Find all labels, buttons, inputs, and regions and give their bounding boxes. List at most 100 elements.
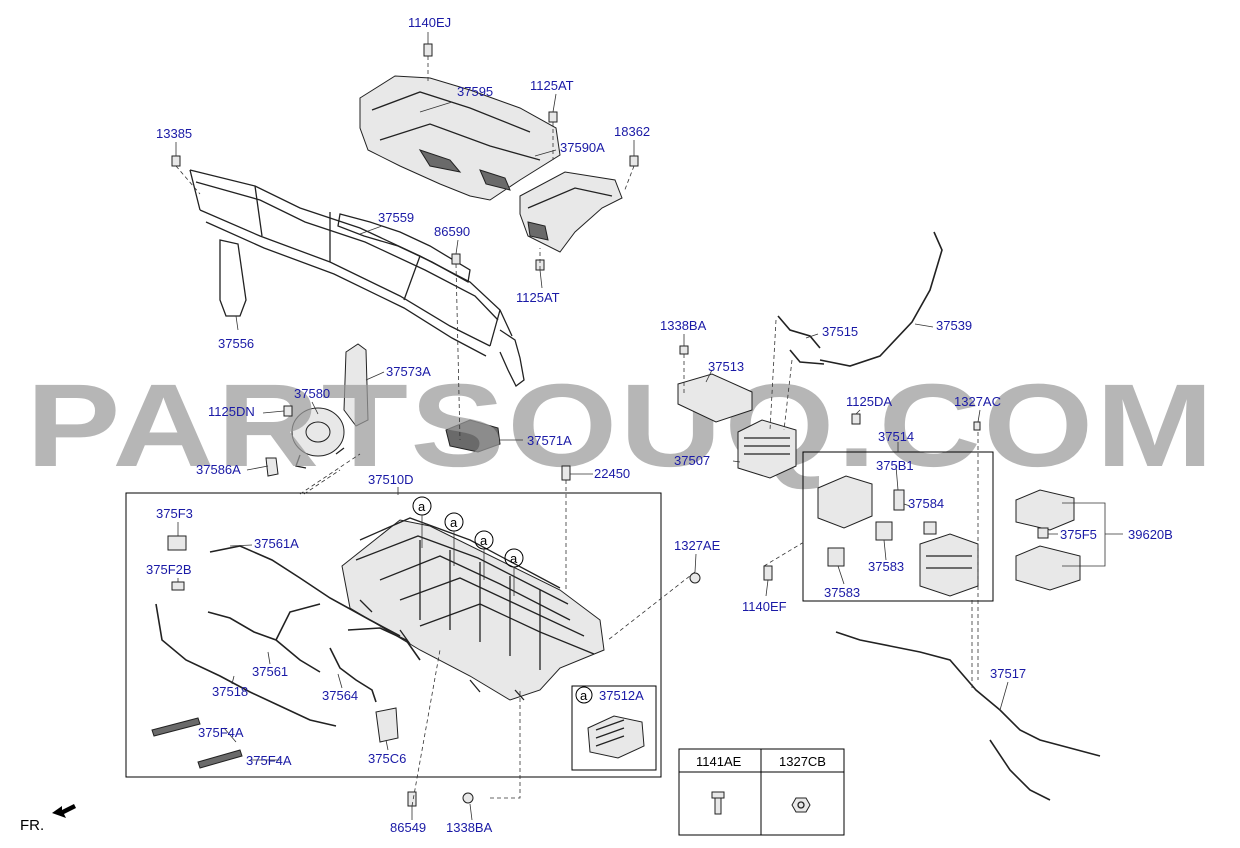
bolt-1125at-top xyxy=(548,111,558,123)
relay-37583-a xyxy=(875,521,893,541)
label-37580: 37580 xyxy=(294,386,330,401)
battery-rear-cover xyxy=(519,171,623,253)
label-13385: 13385 xyxy=(156,126,192,141)
bolt-1140ej xyxy=(423,43,433,57)
cover-375c6 xyxy=(375,707,399,743)
harness-37518 xyxy=(155,603,337,727)
bolt-1327ac xyxy=(973,421,981,431)
svg-text:37512A: 37512A xyxy=(599,688,644,703)
harness-37561 xyxy=(207,603,321,673)
nut-1338ba-top xyxy=(679,345,689,355)
connector-39620b-bottom xyxy=(1015,545,1081,591)
label-1125at-top: 1125AT xyxy=(530,78,574,93)
label-18362: 18362 xyxy=(614,124,650,139)
bolt-13385 xyxy=(171,155,181,167)
legend-table: 1141AE 1327CB xyxy=(678,748,845,836)
label-37515: 37515 xyxy=(822,324,858,339)
module-37507 xyxy=(737,419,797,479)
svg-text:a: a xyxy=(418,499,426,514)
label-37571a: 37571A xyxy=(527,433,572,448)
battery-assembly-box xyxy=(125,492,662,778)
label-37583-a: 37583 xyxy=(868,559,904,574)
legend-header-1141ae: 1141AE xyxy=(696,754,742,769)
label-37561a: 37561A xyxy=(254,536,299,551)
bracket-clamp xyxy=(265,343,369,477)
label-37583-b: 37583 xyxy=(824,585,860,600)
label-1140ej: 1140EJ xyxy=(408,15,451,30)
label-37539: 37539 xyxy=(936,318,972,333)
label-37573a: 37573A xyxy=(386,364,431,379)
callout-a-1: a xyxy=(412,496,432,516)
relay-block-375b1 xyxy=(817,475,905,529)
battery-case xyxy=(341,517,605,701)
label-375c6: 375C6 xyxy=(368,751,406,766)
label-1338ba-top: 1338BA xyxy=(660,318,707,333)
harness-37517 xyxy=(835,631,1101,801)
callout-a-2: a xyxy=(444,512,464,532)
label-1327ac: 1327AC xyxy=(954,394,1001,409)
cable-37539 xyxy=(819,231,943,367)
label-37507: 37507 xyxy=(674,453,710,468)
strip-375f4a-2 xyxy=(197,749,243,769)
label-39620b: 39620B xyxy=(1128,527,1173,542)
strip-375f4a-1 xyxy=(151,717,201,737)
label-37556: 37556 xyxy=(218,336,254,351)
label-375f3: 375F3 xyxy=(156,506,193,521)
label-375b1: 375B1 xyxy=(876,458,914,473)
bolt-22450 xyxy=(561,465,571,481)
label-37561: 37561 xyxy=(252,664,288,679)
label-37518: 37518 xyxy=(212,684,248,699)
detail-box-37512a: a 37512A xyxy=(571,685,657,771)
callout-a-3: a xyxy=(474,530,494,550)
module-37513 xyxy=(677,373,753,423)
wire-37515 xyxy=(777,315,825,365)
bolt-86590 xyxy=(451,253,461,265)
label-86549: 86549 xyxy=(390,820,426,835)
harness-37561a xyxy=(209,545,401,637)
watermark: PARTSOUQ.COM xyxy=(26,360,1216,492)
arrow-icon xyxy=(52,804,76,818)
callout-a-4: a xyxy=(504,548,524,568)
label-22450: 22450 xyxy=(594,466,630,481)
label-86590: 86590 xyxy=(434,224,470,239)
label-37586a: 37586A xyxy=(196,462,241,477)
connector-39620b-top xyxy=(1015,489,1075,531)
label-37564: 37564 xyxy=(322,688,358,703)
label-375f2b: 375F2B xyxy=(146,562,192,577)
label-1125dn: 1125DN xyxy=(208,404,255,419)
connector-375f3 xyxy=(167,535,187,551)
label-37590a: 37590A xyxy=(560,140,605,155)
battery-top-cover xyxy=(359,75,561,201)
part-labels: 1140EJ 37595 1125AT 13385 18362 37590A 3… xyxy=(146,15,1173,835)
svg-text:a: a xyxy=(480,533,488,548)
harness-37564 xyxy=(329,627,421,703)
bolt-1140ef xyxy=(763,565,773,581)
connector-375f5 xyxy=(1037,527,1049,539)
bolt-icon xyxy=(711,791,725,815)
junction-block xyxy=(919,533,979,597)
svg-text:a: a xyxy=(580,688,588,703)
label-1125at-bottom: 1125AT xyxy=(516,290,560,305)
relay-37584 xyxy=(923,521,937,535)
front-direction-indicator: FR. xyxy=(20,804,76,834)
label-37517: 37517 xyxy=(990,666,1026,681)
label-37595: 37595 xyxy=(457,84,493,99)
label-1338ba-bottom: 1338BA xyxy=(446,820,493,835)
svg-text:a: a xyxy=(510,551,518,566)
label-37514: 37514 xyxy=(878,429,914,444)
connector-375f2b xyxy=(171,581,185,591)
label-375f4a-2: 375F4A xyxy=(246,753,292,768)
bolt-18362 xyxy=(629,155,639,167)
nut-1327ae xyxy=(689,572,701,584)
label-375f4a-1: 375F4A xyxy=(198,725,244,740)
bolt-1125dn xyxy=(283,405,293,417)
label-37559: 37559 xyxy=(378,210,414,225)
label-1327ae: 1327AE xyxy=(674,538,721,553)
legend-header-1327cb: 1327CB xyxy=(779,754,826,769)
svg-text:FR.: FR. xyxy=(20,817,44,834)
label-1125da: 1125DA xyxy=(846,394,892,409)
label-37513: 37513 xyxy=(708,359,744,374)
bolt-1125da xyxy=(851,413,861,425)
